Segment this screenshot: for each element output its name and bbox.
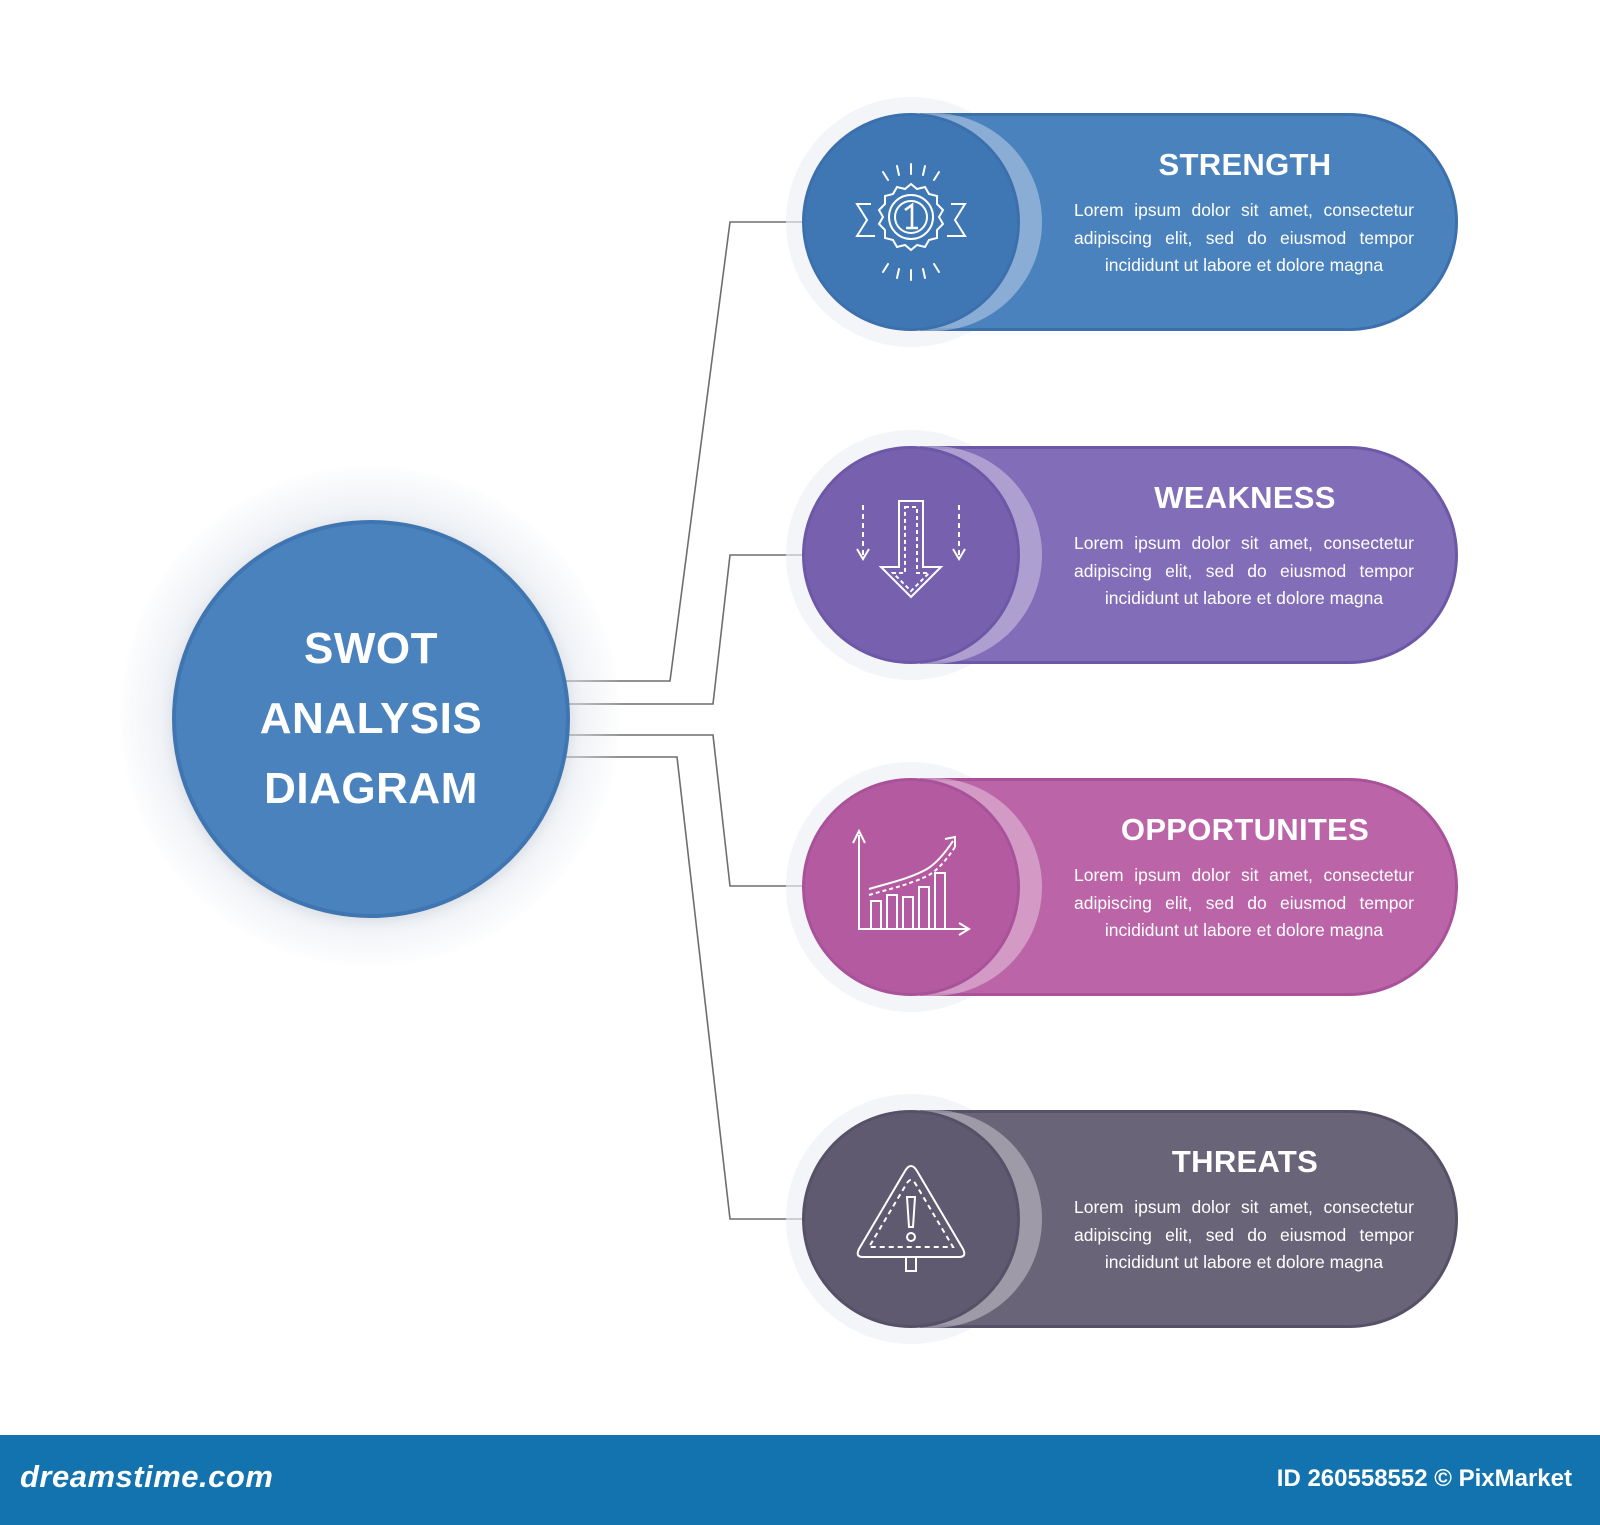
card-icon-circle bbox=[802, 1110, 1020, 1328]
card-description: Lorem ipsum dolor sit amet, consectetur … bbox=[1074, 533, 1414, 608]
card-icon-circle bbox=[802, 446, 1020, 664]
card-title: OPPORTUNITES bbox=[1120, 812, 1370, 847]
card-title: WEAKNESS bbox=[1154, 480, 1336, 515]
card-description: Lorem ipsum dolor sit amet, consectetur … bbox=[1074, 865, 1414, 940]
center-title-line-2: ANALYSIS bbox=[259, 694, 483, 743]
center-title-line-1: SWOT bbox=[304, 624, 438, 673]
connector-threats bbox=[565, 756, 802, 1220]
warning-sign-icon bbox=[856, 1165, 966, 1272]
card-title: STRENGTH bbox=[1158, 147, 1332, 182]
award-medal-icon bbox=[855, 163, 967, 281]
card-threats: THREATS Lorem ipsum dolor sit amet, cons… bbox=[786, 1094, 1458, 1344]
card-opportunities: OPPORTUNITES Lorem ipsum dolor sit amet,… bbox=[786, 762, 1458, 1012]
card-title: THREATS bbox=[1171, 1144, 1319, 1179]
card-description: Lorem ipsum dolor sit amet, consectetur … bbox=[1074, 1197, 1414, 1272]
footer-bar: dreamstime.com ID 260558552 © PixMarket bbox=[0, 1435, 1600, 1525]
card-bar bbox=[920, 113, 1458, 331]
card-strength: STRENGTH Lorem ipsum dolor sit amet, con… bbox=[786, 97, 1458, 347]
card-description: Lorem ipsum dolor sit amet, consectetur … bbox=[1074, 200, 1414, 275]
center-circle: SWOT ANALYSIS DIAGRAM bbox=[172, 520, 570, 918]
card-icon-circle bbox=[802, 778, 1020, 996]
arrows-down-icon bbox=[856, 500, 966, 599]
footer-image-id: ID 260558552 © PixMarket bbox=[1276, 1465, 1572, 1492]
connector-opportunities bbox=[565, 734, 802, 887]
card-weakness: WEAKNESS Lorem ipsum dolor sit amet, con… bbox=[786, 430, 1458, 680]
center-title-line-3: DIAGRAM bbox=[264, 764, 478, 813]
card-bar bbox=[920, 778, 1458, 996]
card-icon-circle bbox=[802, 113, 1020, 331]
footer-brand: dreamstime.com bbox=[20, 1459, 274, 1494]
swot-diagram: SWOT ANALYSIS DIAGRAM bbox=[120, 97, 1458, 1344]
connector-weakness bbox=[565, 554, 802, 705]
connector-strength bbox=[565, 221, 802, 682]
growth-chart-icon bbox=[852, 828, 971, 936]
